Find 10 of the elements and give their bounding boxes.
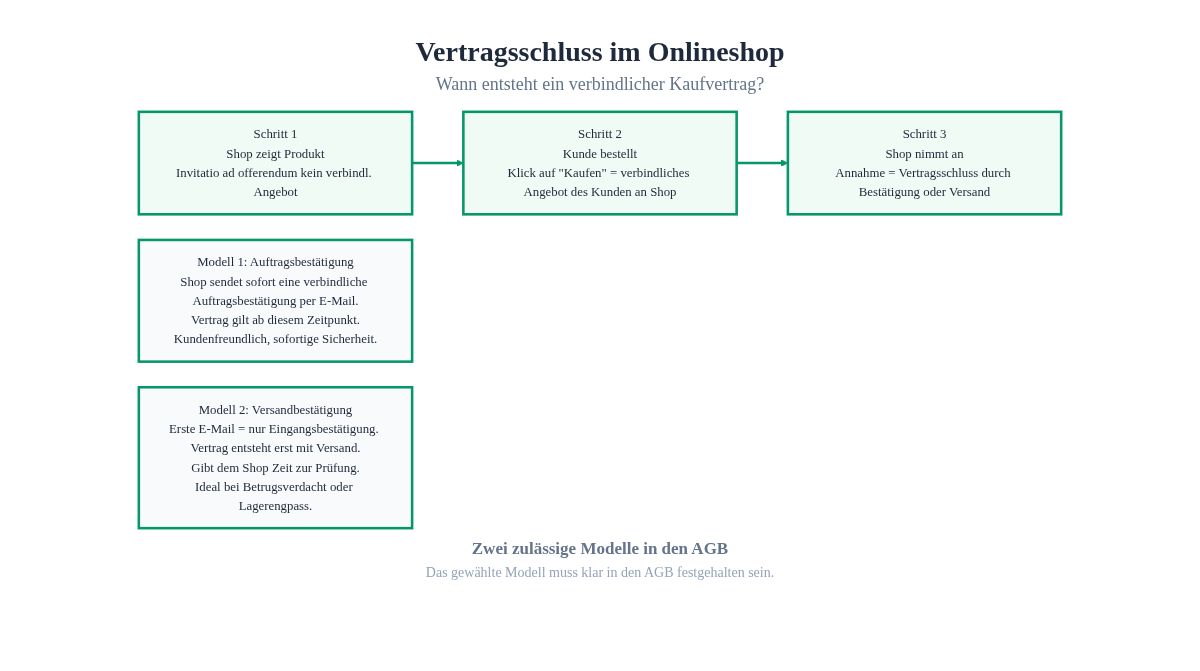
arrow bbox=[412, 159, 464, 167]
diagram-title: Vertragsschluss im Onlineshop bbox=[414, 36, 786, 68]
subtitle: Wann entsteht ein verbindlicher Kaufvertrag? bbox=[434, 74, 766, 95]
node-box: Modell 2: Versandbestätigung Erste E-Mail = nur Eingangsbestätigung. Vertrag entsteht erst mit Versand. Gibt dem Shop Zeit zur Prüfung. Ideal bei Betrugsverdacht oder Lagerengpass. bbox=[137, 385, 414, 530]
node-box: Modell 1: Auftragsbestätigung Shop sendet sofort eine verbindliche Auftragsbestätigung per E-Mail. Vertrag gilt ab diesem Zeitpunkt. Kundenfreundlich, sofortige Sicherheit. bbox=[137, 238, 414, 363]
node-box: Schritt 1 Shop zeigt Produkt Invitatio ad offerendum kein verbindl. Angebot bbox=[137, 110, 414, 216]
node-box: Schritt 2 Kunde bestellt Klick auf "Kaufen" = verbindliches Angebot des Kunden an Shop bbox=[462, 110, 738, 216]
node-box: Schritt 3 Shop nimmt an Annahme = Vertragsschluss durch Bestätigung oder Versand bbox=[786, 110, 1063, 216]
caption: Das gewählte Modell muss klar in den AGB festgehalten sein. bbox=[424, 565, 776, 581]
section-heading: Zwei zulässige Modelle in den AGB bbox=[470, 539, 730, 559]
